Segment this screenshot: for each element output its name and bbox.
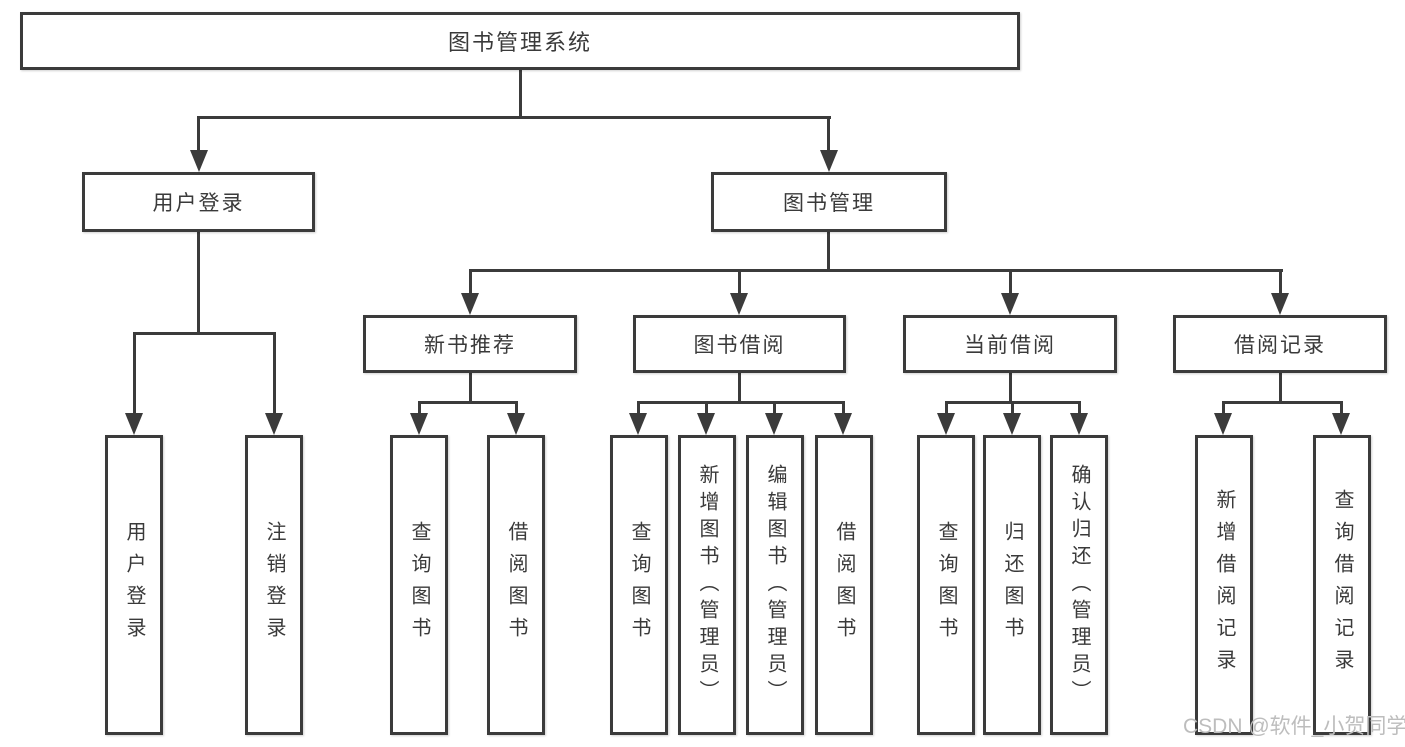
connector-line <box>637 401 845 404</box>
connector-line <box>197 232 200 335</box>
node-label: 用户登录 <box>123 521 145 649</box>
connector-line <box>1279 373 1282 404</box>
node-label: 借阅记录 <box>1234 334 1326 357</box>
node-book-borrow: 图书借阅 <box>633 315 846 373</box>
connector-line <box>738 269 741 296</box>
connector-line <box>1011 401 1014 415</box>
node-label: 新增图书（管理员） <box>696 463 718 707</box>
node-label: 编辑图书（管理员） <box>764 463 786 707</box>
arrow-down-icon <box>730 293 748 315</box>
arrow-down-icon <box>410 413 428 435</box>
connector-line <box>133 332 276 335</box>
node-label: 新书推荐 <box>424 334 516 357</box>
node-label: 查询借阅记录 <box>1331 489 1353 681</box>
arrow-down-icon <box>125 413 143 435</box>
connector-line <box>773 401 776 415</box>
leaf-query-books-current: 查询图书 <box>917 435 975 735</box>
arrow-down-icon <box>765 413 783 435</box>
node-borrow-records: 借阅记录 <box>1173 315 1387 373</box>
node-library-system: 图书管理系统 <box>20 12 1020 70</box>
connector-line <box>1009 373 1012 404</box>
arrow-down-icon <box>1271 293 1289 315</box>
leaf-confirm-return-admin: 确认归还（管理员） <box>1050 435 1108 735</box>
connector-line <box>1009 269 1012 296</box>
connector-line <box>1078 401 1081 415</box>
connector-line <box>827 116 830 154</box>
watermark: CSDN @软件_小贺同学 <box>1183 715 1405 738</box>
arrow-down-icon <box>265 413 283 435</box>
connector-line <box>133 332 136 417</box>
arrow-down-icon <box>820 150 838 172</box>
connector-line <box>418 401 518 404</box>
connector-line <box>1279 269 1282 296</box>
node-label: 新增借阅记录 <box>1213 489 1235 681</box>
node-label: 当前借阅 <box>964 334 1056 357</box>
arrow-down-icon <box>1332 413 1350 435</box>
connector-line <box>827 232 830 272</box>
connector-line <box>273 332 276 417</box>
leaf-query-borrow-record: 查询借阅记录 <box>1313 435 1371 735</box>
connector-line <box>197 116 200 154</box>
node-label: 用户登录 <box>152 192 245 215</box>
leaf-borrow-books-recommend: 借阅图书 <box>487 435 545 735</box>
node-label: 注销登录 <box>263 521 285 649</box>
arrow-down-icon <box>697 413 715 435</box>
connector-line <box>1222 401 1343 404</box>
connector-line <box>469 269 472 296</box>
leaf-edit-books-admin: 编辑图书（管理员） <box>746 435 804 735</box>
node-user-login: 用户登录 <box>82 172 315 232</box>
arrow-down-icon <box>1001 293 1019 315</box>
connector-line <box>519 70 522 119</box>
connector-line <box>842 401 845 415</box>
connector-line <box>469 269 1283 272</box>
node-label: 借阅图书 <box>833 521 855 649</box>
arrow-down-icon <box>834 413 852 435</box>
leaf-query-books-borrow: 查询图书 <box>610 435 668 735</box>
connector-line <box>945 401 948 415</box>
node-label: 借阅图书 <box>505 521 527 649</box>
connector-line <box>197 116 831 119</box>
node-label: 确认归还（管理员） <box>1068 463 1090 707</box>
node-label: 图书管理系统 <box>447 30 592 55</box>
node-label: 图书借阅 <box>693 334 786 357</box>
arrow-down-icon <box>507 413 525 435</box>
node-label: 图书管理 <box>783 192 875 215</box>
connector-line <box>1222 401 1225 415</box>
leaf-user-login: 用户登录 <box>105 435 163 735</box>
node-label: 查询图书 <box>935 521 957 649</box>
node-label: 查询图书 <box>628 521 650 649</box>
connector-line <box>515 401 518 415</box>
leaf-return-books: 归还图书 <box>983 435 1041 735</box>
node-label: 归还图书 <box>1001 521 1023 649</box>
node-label: 查询图书 <box>408 521 430 649</box>
leaf-query-books-recommend: 查询图书 <box>390 435 448 735</box>
arrow-down-icon <box>629 413 647 435</box>
leaf-borrow-books: 借阅图书 <box>815 435 873 735</box>
connector-line <box>637 401 640 415</box>
leaf-logout: 注销登录 <box>245 435 303 735</box>
arrow-down-icon <box>1070 413 1088 435</box>
node-current-borrow: 当前借阅 <box>903 315 1117 373</box>
connector-line <box>705 401 708 415</box>
arrow-down-icon <box>461 293 479 315</box>
connector-line <box>469 373 472 404</box>
arrow-down-icon <box>190 150 208 172</box>
connector-line <box>738 373 741 404</box>
node-new-book-recommend: 新书推荐 <box>363 315 577 373</box>
leaf-add-books-admin: 新增图书（管理员） <box>678 435 736 735</box>
leaf-add-borrow-record: 新增借阅记录 <box>1195 435 1253 735</box>
connector-line <box>418 401 421 415</box>
arrow-down-icon <box>1214 413 1232 435</box>
node-book-management: 图书管理 <box>711 172 947 232</box>
arrow-down-icon <box>1003 413 1021 435</box>
connector-line <box>1340 401 1343 415</box>
arrow-down-icon <box>937 413 955 435</box>
